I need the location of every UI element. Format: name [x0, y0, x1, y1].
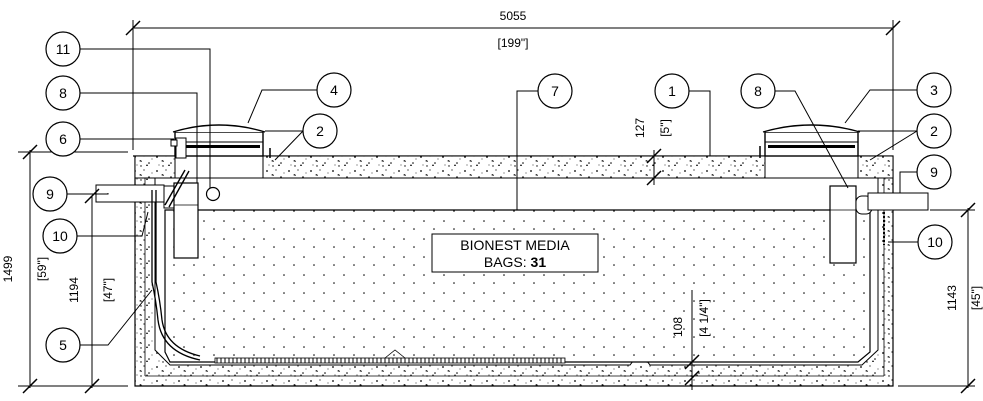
svg-text:9: 9 — [930, 164, 938, 180]
svg-text:3: 3 — [930, 82, 938, 98]
callout-5: 5 — [45, 327, 81, 363]
svg-text:11: 11 — [56, 41, 71, 57]
callout-9-right: 9 — [916, 154, 952, 190]
callout-2-right: 2 — [916, 113, 952, 149]
svg-text:1: 1 — [668, 83, 676, 99]
dimension-lines — [18, 20, 976, 394]
svg-text:9: 9 — [46, 186, 54, 202]
outlet-height-mm: 1143 — [945, 285, 959, 311]
inlet-assembly — [95, 137, 221, 361]
callout-8-right: 8 — [740, 73, 776, 109]
svg-text:8: 8 — [754, 83, 762, 99]
svg-text:5: 5 — [59, 337, 67, 353]
riser-left — [172, 124, 266, 157]
callout-8-left: 8 — [45, 75, 81, 111]
media-zone — [164, 209, 871, 364]
media-label-box: BIONEST MEDIA BAGS: 31 — [431, 233, 599, 273]
svg-text:4: 4 — [330, 82, 338, 98]
overall-length-in: [199"] — [498, 36, 529, 50]
svg-text:6: 6 — [59, 131, 67, 147]
svg-text:2: 2 — [930, 123, 938, 139]
callout-7: 7 — [537, 73, 573, 109]
cover-thickness-in: [5"] — [658, 119, 672, 137]
svg-text:2: 2 — [316, 123, 324, 139]
media-label-line2: BAGS: 31 — [484, 254, 546, 270]
svg-text:10: 10 — [52, 228, 68, 244]
callout-6: 6 — [45, 121, 81, 157]
callout-4: 4 — [316, 72, 352, 108]
riser-right — [762, 124, 861, 157]
callout-1: 1 — [654, 73, 690, 109]
bottom-offset-mm: 108 — [671, 317, 685, 337]
callout-2-left: 2 — [302, 113, 338, 149]
inlet-height-in: [47"] — [101, 278, 115, 302]
callout-9-left: 9 — [32, 176, 68, 212]
svg-text:10: 10 — [927, 234, 943, 250]
callout-10-right: 10 — [917, 224, 953, 260]
media-bags-count: 31 — [531, 254, 547, 270]
callout-3: 3 — [916, 72, 952, 108]
callout-10-left: 10 — [42, 218, 78, 254]
bottom-offset-in: [4 1/4"] — [697, 299, 711, 337]
total-height-in: [59"] — [35, 257, 49, 281]
outlet-height-in: [45"] — [969, 286, 983, 310]
diffuser-grid — [214, 357, 566, 364]
overall-length-mm: 5055 — [500, 9, 527, 23]
media-bags-prefix: BAGS: — [484, 254, 531, 270]
callout-leaders — [67, 48, 918, 346]
outlet-assembly — [829, 185, 929, 264]
inlet-height-mm: 1194 — [67, 277, 81, 303]
media-label-line1: BIONEST MEDIA — [460, 237, 570, 253]
total-height-mm: 1499 — [1, 255, 15, 282]
callout-11: 11 — [45, 31, 81, 67]
svg-text:8: 8 — [59, 85, 67, 101]
svg-text:7: 7 — [551, 83, 559, 99]
cover-thickness-mm: 127 — [633, 118, 647, 138]
